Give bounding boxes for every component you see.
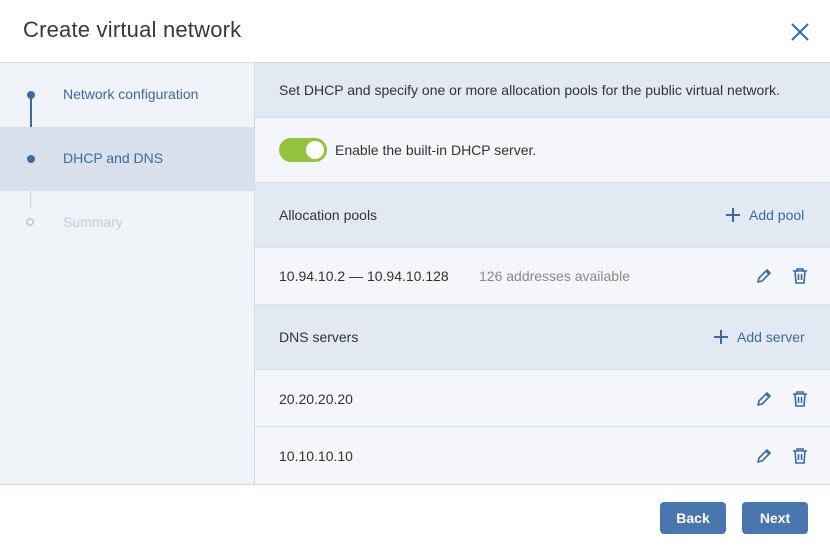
dns-server-address: 10.10.10.10 <box>279 448 353 464</box>
edit-pencil-icon[interactable] <box>755 447 773 465</box>
plus-icon <box>726 208 740 222</box>
step-label: Network configuration <box>63 86 199 102</box>
add-pool-button[interactable]: Add pool <box>725 183 804 247</box>
info-text: Set DHCP and specify one or more allocat… <box>279 82 780 98</box>
delete-trash-icon[interactable] <box>791 267 809 285</box>
edit-pencil-icon[interactable] <box>755 390 773 408</box>
dhcp-toggle-label: Enable the built-in DHCP server. <box>335 142 537 158</box>
section-title: DNS servers <box>279 329 359 345</box>
dhcp-toggle[interactable] <box>279 138 327 162</box>
dns-server-address: 20.20.20.20 <box>279 391 353 407</box>
next-button[interactable]: Next <box>742 502 808 534</box>
pool-range: 10.94.10.2 — 10.94.10.128 <box>279 268 449 284</box>
pool-row: 10.94.10.2 — 10.94.10.128 126 addresses … <box>255 248 830 305</box>
step-label: DHCP and DNS <box>63 150 164 166</box>
close-icon[interactable] <box>786 18 814 46</box>
allocation-pools-header: Allocation pools Add pool <box>255 183 830 248</box>
dns-servers-header: DNS servers Add server <box>255 305 830 370</box>
dns-server-row: 10.10.10.10 <box>255 427 830 484</box>
add-server-button[interactable]: Add server <box>713 305 805 369</box>
edit-pencil-icon[interactable] <box>755 267 773 285</box>
add-pool-label: Add pool <box>749 207 805 223</box>
step-label: Summary <box>63 214 123 230</box>
dialog-title: Create virtual network <box>23 17 242 42</box>
add-server-label: Add server <box>737 329 805 345</box>
step-summary: Summary <box>0 191 254 255</box>
dhcp-dns-panel: Set DHCP and specify one or more allocat… <box>255 63 830 484</box>
back-button[interactable]: Back <box>660 502 726 534</box>
step-dot <box>26 218 34 226</box>
delete-trash-icon[interactable] <box>791 447 809 465</box>
delete-trash-icon[interactable] <box>791 390 809 408</box>
step-dot <box>27 91 35 99</box>
step-dhcp-and-dns[interactable]: DHCP and DNS <box>0 127 254 191</box>
step-connector <box>30 95 32 154</box>
step-network-configuration[interactable]: Network configuration <box>0 63 254 127</box>
plus-icon <box>714 330 728 344</box>
pool-available: 126 addresses available <box>479 268 630 284</box>
toggle-knob <box>306 141 324 159</box>
step-dot <box>27 155 35 163</box>
wizard-steps: Network configuration DHCP and DNS Summa… <box>0 63 255 484</box>
dialog-footer: Back Next <box>0 484 830 546</box>
section-title: Allocation pools <box>279 207 378 223</box>
dialog-header: Create virtual network <box>0 0 830 63</box>
dns-server-row: 20.20.20.20 <box>255 370 830 427</box>
dhcp-toggle-row: Enable the built-in DHCP server. <box>255 118 830 183</box>
info-row: Set DHCP and specify one or more allocat… <box>255 63 830 118</box>
